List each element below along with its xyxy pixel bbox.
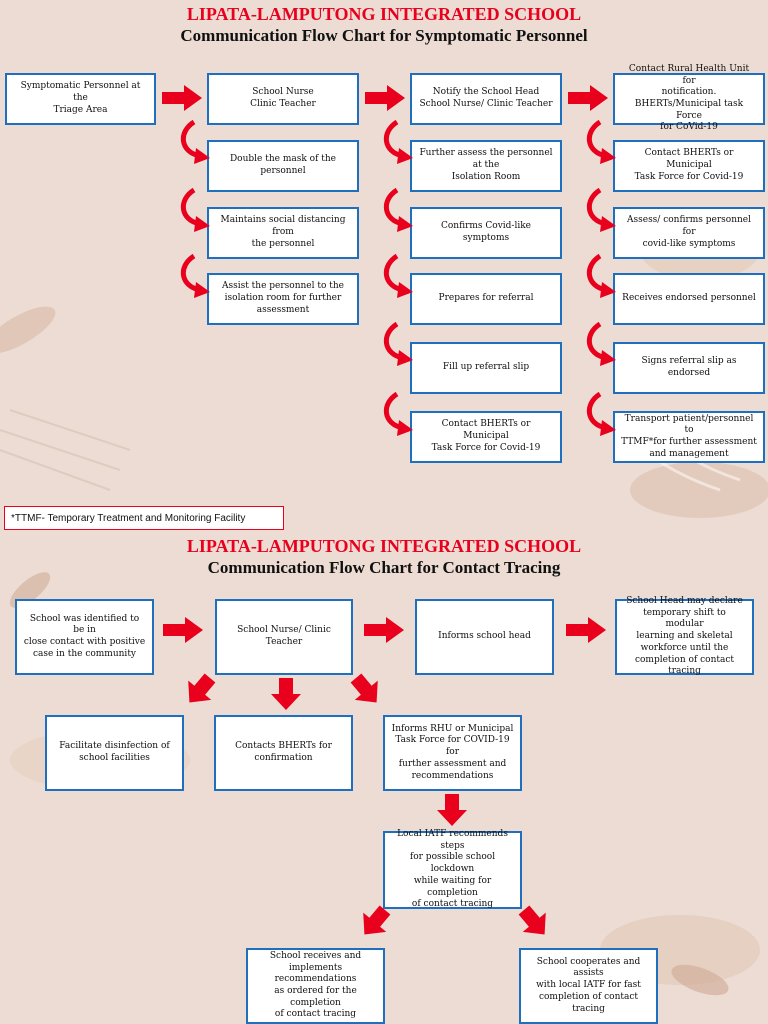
box-informs-rhu: Informs RHU or Municipal Task Force for … — [383, 715, 522, 791]
school-name-bottom: LIPATA-LAMPUTONG INTEGRATED SCHOOL — [186, 536, 582, 556]
flowchart-title-contact-tracing: Communication Flow Chart for Contact Tra… — [207, 558, 561, 577]
box-assist-isolation: Assist the personnel to the isolation ro… — [207, 273, 359, 325]
school-name-top: LIPATA-LAMPUTONG INTEGRATED SCHOOL — [186, 4, 582, 24]
box-receives-endorsed: Receives endorsed personnel — [613, 273, 765, 325]
box-symptomatic-triage: Symptomatic Personnel at the Triage Area — [5, 73, 156, 125]
box-assess-confirms: Assess/ confirms personnel for covid-lik… — [613, 207, 765, 259]
box-contact-bherts-2: Contact BHERTs or Municipal Task Force f… — [613, 140, 765, 192]
box-nurse-clinic-teacher: School Nurse/ Clinic Teacher — [215, 599, 353, 675]
ttmf-footnote: *TTMF- Temporary Treatment and Monitorin… — [4, 506, 284, 530]
box-contacts-bherts: Contacts BHERTs for confirmation — [214, 715, 353, 791]
box-contact-rhu: Contact Rural Health Unit for notificati… — [613, 64, 765, 132]
box-school-identified: School was identified to be in close con… — [15, 599, 154, 675]
box-confirms-symptoms: Confirms Covid-like symptoms — [410, 207, 562, 259]
box-school-cooperates: School cooperates and assists with local… — [519, 948, 658, 1024]
box-modular-shift: School Head may declare temporary shift … — [615, 596, 754, 676]
box-double-mask: Double the mask of the personnel — [207, 140, 359, 192]
box-prepares-referral: Prepares for referral — [410, 273, 562, 325]
box-fill-referral: Fill up referral slip — [410, 342, 562, 394]
box-disinfection: Facilitate disinfection of school facili… — [45, 715, 184, 791]
box-signs-referral: Signs referral slip as endorsed — [613, 342, 765, 394]
box-informs-head: Informs school head — [415, 599, 554, 675]
box-notify-head: Notify the School Head School Nurse/ Cli… — [410, 73, 562, 125]
box-iatf-recommends: Local IATF recommends steps for possible… — [383, 829, 522, 909]
box-social-distancing: Maintains social distancing from the per… — [207, 207, 359, 259]
box-school-receives: School receives and implements recommend… — [246, 948, 385, 1024]
box-transport-ttmf: Transport patient/personnel to TTMF*for … — [613, 411, 765, 463]
box-contact-bherts: Contact BHERTs or Municipal Task Force f… — [410, 411, 562, 463]
box-further-assess: Further assess the personnel at the Isol… — [410, 140, 562, 192]
box-school-nurse: School Nurse Clinic Teacher — [207, 73, 359, 125]
flowchart-title-symptomatic: Communication Flow Chart for Symptomatic… — [180, 26, 588, 45]
